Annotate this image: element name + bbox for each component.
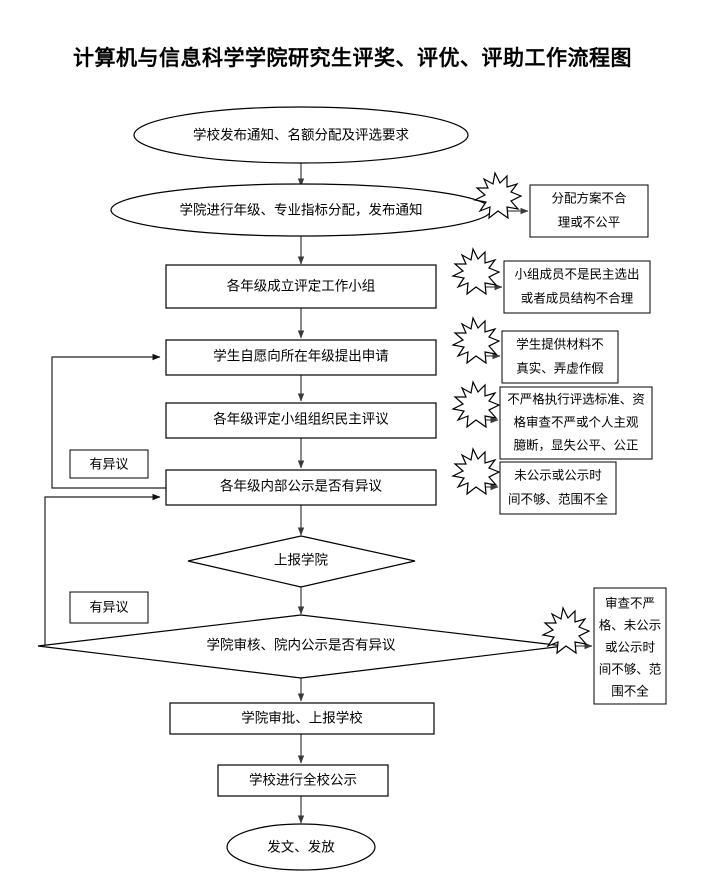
note-college-review-box: [593, 587, 667, 705]
note-group-members-line-1: 小组成员不是民主选出: [514, 267, 639, 281]
connector-group: [44, 163, 593, 824]
grade-publicity-label: 各年级内部公示是否有异议: [220, 479, 382, 494]
college-approve-label: 学院审批、上报学校: [241, 710, 363, 726]
note-college-review[interactable]: 审查不严 格、未公示 或公示时 间不够、范 围不全: [593, 587, 667, 705]
note-allocation-box: [529, 184, 649, 238]
note-materials-line-1: 学生提供材料不: [516, 336, 604, 351]
node-democratic-review[interactable]: 各年级评定小组组织民主评议: [165, 402, 437, 439]
objection-upper-box: [69, 449, 149, 479]
note-college-review-line-4: 间不够、范: [599, 662, 662, 676]
explosion-icon: [451, 316, 501, 365]
objection-lower-label: 有异议: [89, 599, 128, 614]
note-publicity[interactable]: 未公示或公示时 间不够、范围不全: [499, 461, 617, 515]
end-label: 发文、发放: [267, 840, 335, 855]
start-ellipse: [133, 106, 469, 164]
note-allocation[interactable]: 分配方案不合 理或不公平: [529, 184, 649, 238]
school-publicity-box: [217, 764, 389, 797]
note-standards-line-1: 不严格执行评选标准、资: [507, 391, 645, 406]
node-college-approve[interactable]: 学院审批、上报学校: [169, 702, 435, 735]
note-college-review-line-1: 审查不严: [605, 595, 655, 610]
feedback-loop-lower: [44, 493, 161, 646]
node-student-apply[interactable]: 学生自愿向所在年级提出申请: [165, 339, 437, 376]
objection-upper-label: 有异议: [89, 456, 128, 471]
burst-icon-standards: [451, 380, 501, 429]
note-standards-box: [499, 386, 653, 460]
college-approve-box: [169, 702, 435, 735]
grade-publicity-box: [165, 469, 437, 506]
explosion-icon: [541, 606, 591, 655]
burst-icon-materials: [451, 316, 501, 365]
democratic-review-box: [165, 402, 437, 439]
page-title: 计算机与信息科学学院研究生评奖、评优、评助工作流程图: [73, 46, 632, 70]
report-college-diamond: [187, 535, 416, 588]
node-college-review[interactable]: 学院审核、院内公示是否有异议: [37, 614, 565, 679]
note-publicity-box: [499, 461, 617, 515]
explosion-icon: [473, 171, 523, 220]
burst-icon-publicity: [451, 447, 501, 496]
note-standards[interactable]: 不严格执行评选标准、资 格审查不严或个人主观 臆断，显失公平、公正: [499, 386, 653, 460]
student-apply-label: 学生自愿向所在年级提出申请: [213, 349, 389, 364]
democratic-review-label: 各年级评定小组组织民主评议: [213, 412, 389, 427]
explosion-icon: [451, 247, 501, 296]
node-form-group[interactable]: 各年级成立评定工作小组: [165, 264, 437, 309]
note-college-review-line-5: 围不全: [611, 683, 649, 698]
student-apply-box: [165, 339, 437, 376]
note-college-review-line-3: 或公示时: [605, 640, 656, 654]
node-end[interactable]: 发文、发放: [226, 823, 376, 871]
note-college-review-line-2: 格、未公示: [599, 617, 662, 632]
note-standards-line-2: 格审查不严或个人主观: [513, 414, 639, 429]
note-materials-box: [501, 330, 619, 384]
note-materials[interactable]: 学生提供材料不 真实、弄虚作假: [501, 330, 619, 384]
burst-icon-college-review: [541, 606, 591, 655]
node-report-college[interactable]: 上报学院: [187, 535, 416, 588]
explosion-icon: [451, 447, 501, 496]
branch-tag-objection-upper[interactable]: 有异议: [69, 449, 149, 479]
feedback-loop-upper: [51, 353, 166, 489]
college-allocate-label: 学院进行年级、专业指标分配，发布通知: [180, 202, 423, 218]
form-group-box: [165, 264, 437, 309]
note-publicity-line-1: 未公示或公示时: [514, 468, 602, 482]
note-group-members-line-2: 或者成员结构不合理: [521, 290, 634, 305]
node-start[interactable]: 学校发布通知、名额分配及评选要求: [133, 106, 469, 164]
burst-icon-group: [451, 247, 501, 296]
start-label: 学校发布通知、名额分配及评选要求: [193, 127, 409, 143]
node-grade-publicity[interactable]: 各年级内部公示是否有异议: [165, 469, 437, 506]
note-allocation-line-2: 理或不公平: [558, 215, 621, 229]
burst-icon-allocation: [473, 171, 523, 220]
school-publicity-label: 学校进行全校公示: [249, 772, 357, 788]
note-materials-line-2: 真实、弄虚作假: [516, 360, 604, 375]
note-standards-line-3: 臆断，显失公平、公正: [513, 437, 638, 452]
college-review-label: 学院审核、院内公示是否有异议: [207, 638, 396, 653]
note-group-members[interactable]: 小组成员不是民主选出 或者成员结构不合理: [503, 260, 651, 314]
objection-lower-box: [69, 591, 149, 624]
report-college-label: 上报学院: [274, 553, 328, 568]
node-college-allocate[interactable]: 学院进行年级、专业指标分配，发布通知: [110, 183, 492, 237]
form-group-label: 各年级成立评定工作小组: [227, 279, 376, 294]
note-allocation-line-1: 分配方案不合: [551, 190, 627, 205]
note-publicity-line-2: 间不够、范围不全: [508, 491, 609, 506]
branch-tag-objection-lower[interactable]: 有异议: [69, 591, 149, 624]
explosion-icon: [451, 380, 501, 429]
node-school-publicity[interactable]: 学校进行全校公示: [217, 764, 389, 797]
note-group-members-box: [503, 260, 651, 314]
end-ellipse: [226, 823, 376, 871]
college-review-diamond: [37, 614, 565, 679]
